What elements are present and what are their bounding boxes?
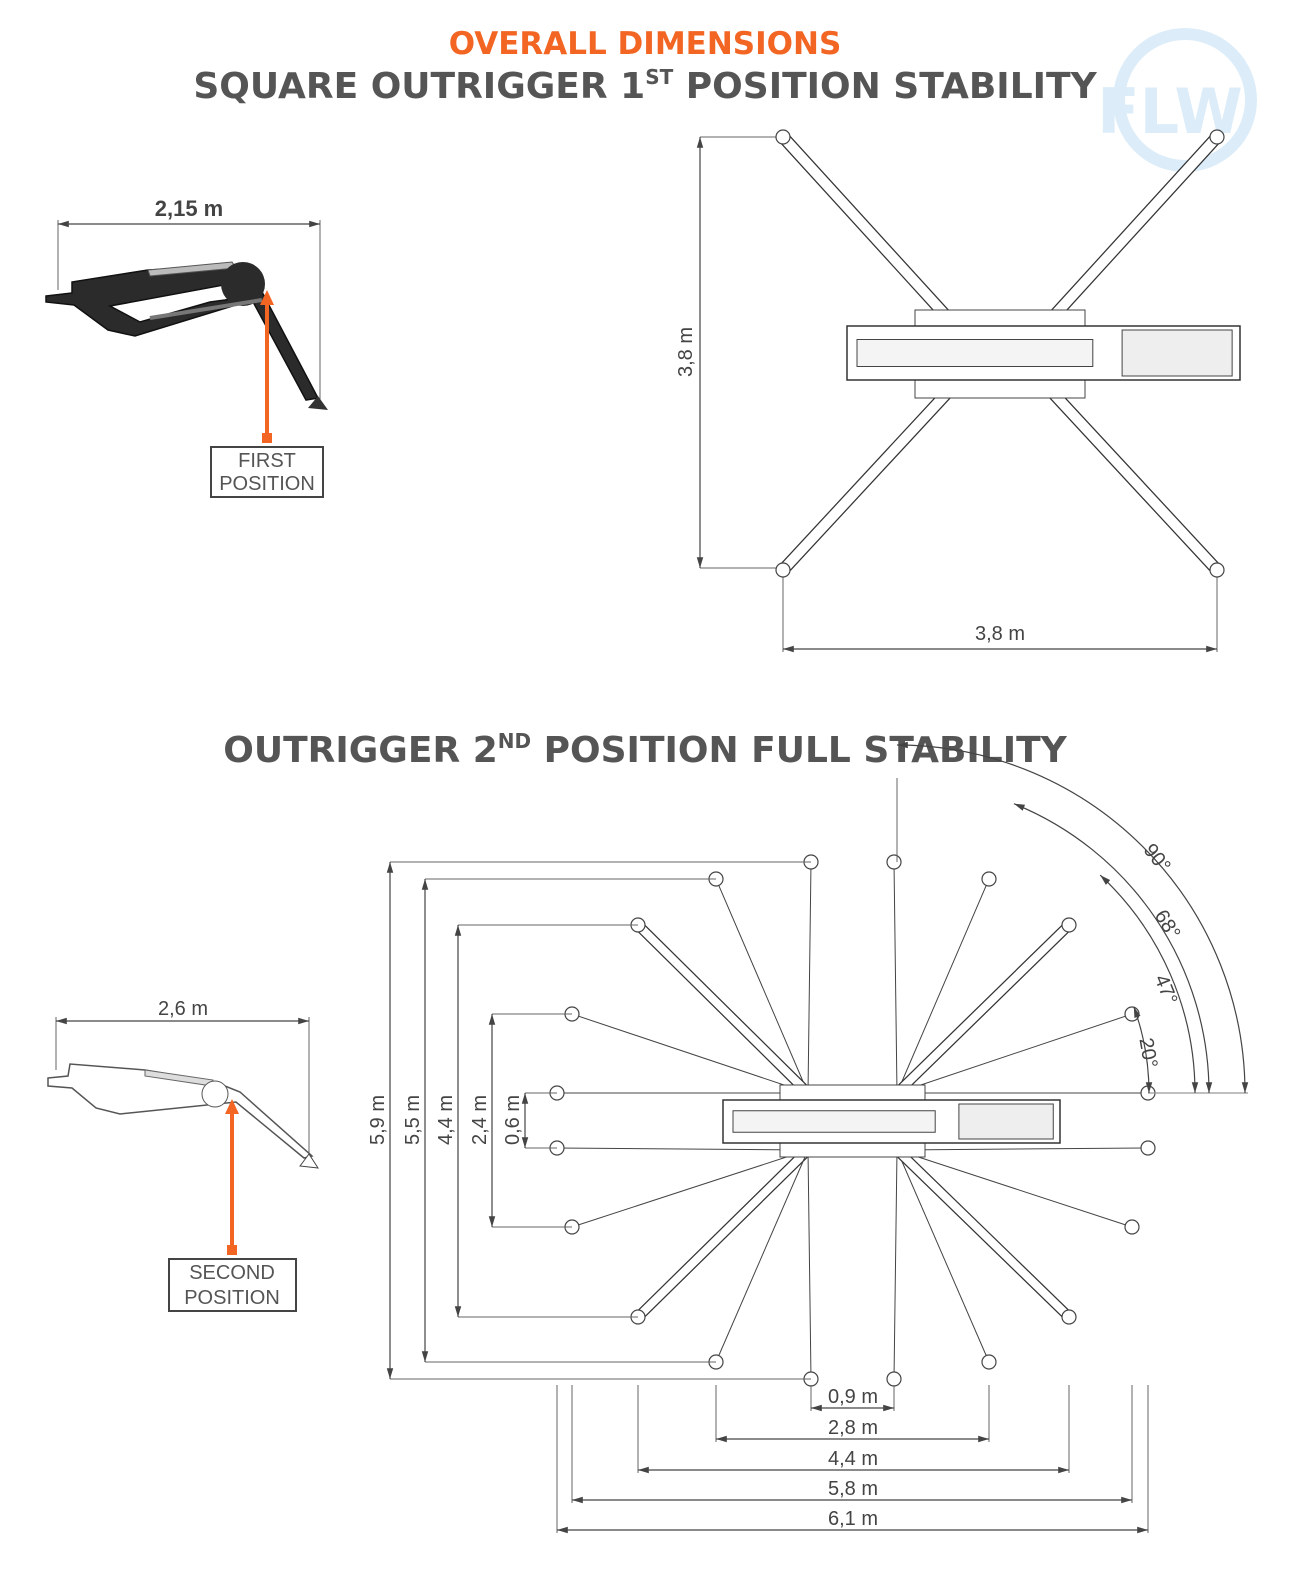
first-position-label-1: FIRST bbox=[238, 450, 296, 472]
angle-label: 90° bbox=[1139, 840, 1175, 877]
boom bbox=[856, 339, 1094, 367]
outrigger-leg-inner bbox=[1047, 132, 1222, 323]
section1-title: SQUARE OUTRIGGER 1ST POSITION STABILITY bbox=[193, 65, 1097, 107]
flw-logo: FLW bbox=[1097, 28, 1257, 172]
outrigger-foot bbox=[886, 1371, 902, 1387]
outrigger-foot bbox=[1209, 129, 1225, 145]
second-position-label-1: SECOND bbox=[189, 1262, 275, 1284]
angle-label: 68° bbox=[1150, 906, 1185, 943]
outrigger-sweep-line bbox=[571, 1013, 809, 1094]
outrigger-foot bbox=[1140, 1140, 1156, 1156]
outrigger-sweep-line bbox=[896, 1149, 990, 1363]
outrigger-sweep-line bbox=[893, 1149, 898, 1380]
hook-assembly bbox=[958, 1103, 1054, 1140]
outrigger-foot bbox=[1209, 562, 1225, 578]
top-view-second-position: 5,9 m 5,5 m 4,4 m 2,4 m 0,6 m 0,9 m 2,8 m 4,4 m… bbox=[367, 741, 1249, 1534]
outrigger-sweep-line bbox=[896, 1147, 1149, 1151]
outrigger-leg-inner bbox=[634, 1146, 812, 1321]
horizontal-dimension-label: 0,9 m bbox=[828, 1386, 878, 1408]
outrigger-leg-inner bbox=[893, 921, 1073, 1097]
vertical-dimension-label: 0,6 m bbox=[502, 1095, 524, 1145]
outrigger-leg-inner bbox=[1047, 387, 1222, 575]
outrigger-leg-inner bbox=[778, 132, 953, 323]
first-position-label-2: POSITION bbox=[219, 473, 315, 495]
angle-arc bbox=[1099, 874, 1199, 1094]
horizontal-dimension-label: 4,4 m bbox=[828, 1448, 878, 1470]
second-position-label-2: POSITION bbox=[184, 1287, 280, 1309]
top-view-first-position: 3,8 m 3,8 m bbox=[675, 129, 1241, 653]
outrigger-sweep-line bbox=[807, 861, 812, 1094]
outrigger-foot bbox=[775, 129, 791, 145]
outrigger-leg-inner bbox=[893, 1146, 1073, 1321]
first-position-box bbox=[210, 446, 324, 498]
top-width-label: 3,8 m bbox=[975, 623, 1025, 645]
outrigger-sweep-line bbox=[896, 878, 990, 1094]
vertical-dimension-label: 5,9 m bbox=[367, 1095, 389, 1145]
outrigger-sweep-line bbox=[893, 861, 898, 1094]
outrigger-foot bbox=[1061, 1309, 1077, 1325]
outrigger-sweep-line bbox=[571, 1149, 809, 1228]
angle-label: 47° bbox=[1150, 972, 1182, 1008]
vertical-dimension-label: 5,5 m bbox=[402, 1095, 424, 1145]
outrigger-foot bbox=[981, 871, 997, 887]
outrigger-sweep-line bbox=[896, 1149, 1133, 1228]
side-width-label: 2,15 m bbox=[155, 196, 224, 221]
angle-arc bbox=[1133, 1006, 1153, 1094]
outrigger-foot bbox=[1124, 1219, 1140, 1235]
outrigger-foot bbox=[775, 562, 791, 578]
side-view-first-position: 2,15 m FIRST POSITION bbox=[45, 196, 328, 498]
outrigger-sweep-line bbox=[715, 878, 809, 1094]
outrigger-foot bbox=[981, 1354, 997, 1370]
horizontal-dimension-label: 6,1 m bbox=[828, 1508, 878, 1530]
second-position-box bbox=[168, 1258, 297, 1312]
side-view-second-position: 2,6 m SECOND POSITION bbox=[47, 998, 319, 1312]
outrigger-foot bbox=[886, 854, 902, 870]
outrigger-sweep-line bbox=[556, 1147, 809, 1151]
angle-label: 20° bbox=[1134, 1036, 1161, 1070]
section2-title: OUTRIGGER 2ND POSITION FULL STABILITY bbox=[223, 729, 1067, 771]
horizontal-dimension-label: 2,8 m bbox=[828, 1417, 878, 1439]
horizontal-dimension-label: 5,8 m bbox=[828, 1478, 878, 1500]
outrigger-sweep-line bbox=[715, 1149, 809, 1363]
hook-assembly bbox=[1121, 329, 1233, 377]
vertical-dimension-label: 2,4 m bbox=[469, 1095, 491, 1145]
outrigger-leg-inner bbox=[634, 921, 812, 1097]
boom bbox=[732, 1110, 936, 1133]
overall-title: OVERALL DIMENSIONS bbox=[449, 26, 842, 62]
outrigger-foot bbox=[1061, 917, 1077, 933]
vertical-dimension-label: 4,4 m bbox=[435, 1095, 457, 1145]
side2-width-label: 2,6 m bbox=[158, 998, 208, 1020]
outrigger-leg-inner bbox=[778, 387, 953, 575]
outrigger-sweep-line bbox=[807, 1149, 812, 1380]
top-height-label: 3,8 m bbox=[675, 327, 697, 377]
